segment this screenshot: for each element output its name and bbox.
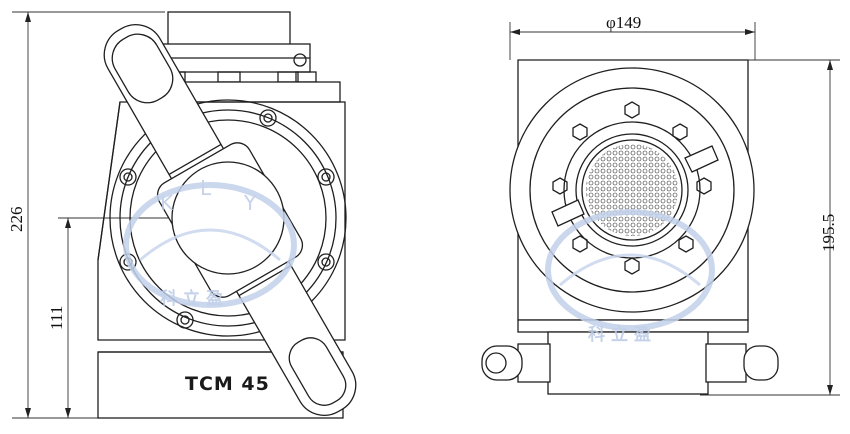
side-fittings — [551, 145, 719, 227]
side-view: TCM 45 — [12, 11, 357, 419]
watermark-left: K L Y 科立盈 — [123, 176, 297, 309]
watermark-letter-l: L — [200, 176, 212, 200]
watermark-letter-y: Y — [243, 191, 257, 215]
watermark-chinese: 科立盈 — [160, 288, 229, 309]
model-label: TCM 45 — [185, 373, 270, 395]
dim-diameter: φ149 — [606, 13, 641, 32]
dim-center-height: 111 — [47, 306, 66, 330]
front-view — [481, 22, 840, 396]
watermark-chinese-right: 科立盈 — [588, 324, 657, 345]
watermark-letter-k: K — [160, 191, 174, 215]
perforated-screen — [581, 139, 683, 241]
dim-front-height: 195.5 — [819, 214, 838, 252]
front-dimension-lines — [509, 22, 840, 396]
watermark-right: 科立盈 — [545, 209, 715, 345]
hex-bolts — [552, 101, 712, 275]
outlet-pipe — [481, 331, 779, 395]
dim-total-height: 226 — [7, 207, 26, 233]
